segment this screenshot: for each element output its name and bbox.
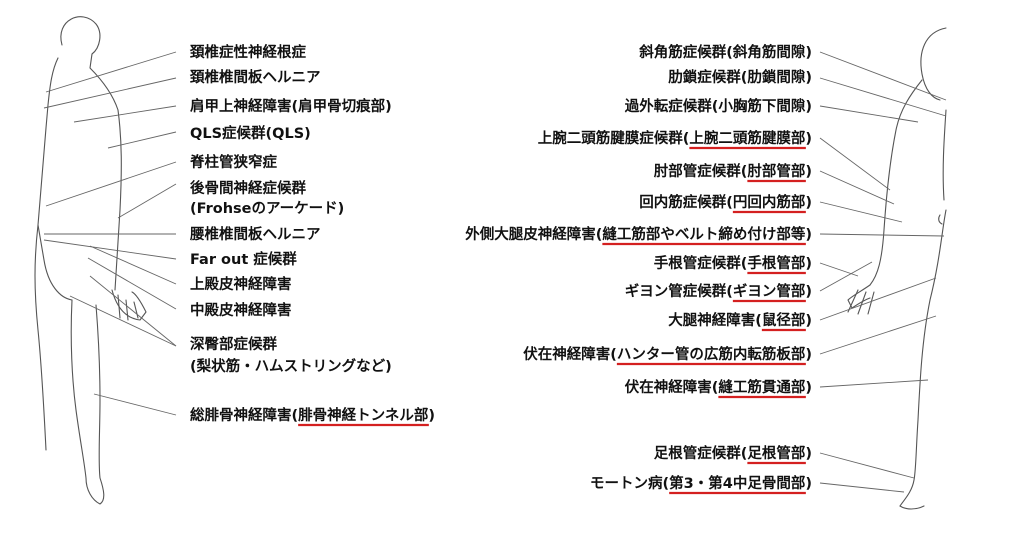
left-leader-line <box>45 51 177 93</box>
left-label-text: QLS症候群(QLS) <box>190 124 311 142</box>
right-label: 手根管症候群(手根管部) <box>654 254 812 272</box>
right-label: 回内筋症候群(円回内筋部) <box>639 193 812 211</box>
left-leader-line <box>43 239 177 260</box>
left-label: 肩甲上神経障害(肩甲骨切痕部) <box>190 97 392 115</box>
right-label: ギヨン管症候群(ギヨン管部) <box>625 282 812 300</box>
right-leader-line <box>819 170 895 205</box>
right-label-site: ハンター管の広筋内転筋板部 <box>617 345 806 363</box>
right-label-site: 第3・第4中足骨間部 <box>669 474 806 492</box>
left-label-text: 上殿皮神経障害 <box>190 275 292 293</box>
right-leader-line <box>819 261 873 292</box>
right-leader-line <box>819 77 947 117</box>
left-label-text: 頚椎症性神経根症 <box>189 43 306 61</box>
right-labels: 斜角筋症候群(斜角筋間隙) 肋鎖症候群(肋鎖間隙) 過外転症候群(小胸筋下間隙) 上腕… <box>465 43 947 495</box>
right-leader-line <box>819 482 905 493</box>
left-leader-line <box>87 257 177 310</box>
right-leader-line <box>819 105 919 123</box>
left-label-site: 腓骨神経トンネル部 <box>298 406 429 424</box>
right-label: 上腕二頭筋腱膜症候群(上腕二頭筋腱膜部) <box>538 129 812 147</box>
back-view-figure <box>34 16 147 505</box>
right-leader-line <box>819 452 915 479</box>
left-label: (Frohseのアーケード) <box>190 200 344 217</box>
right-label: 斜角筋症候群(斜角筋間隙) <box>638 43 812 61</box>
left-label: 頚椎症性神経根症 <box>189 43 306 61</box>
left-label-text: (Frohseのアーケード) <box>190 200 344 217</box>
right-label: 過外転症候群(小胸筋下間隙) <box>624 97 812 115</box>
left-label: 脊柱管狭窄症 <box>189 153 277 171</box>
right-leader-line <box>819 379 929 388</box>
right-label-site: 手根管部 <box>747 254 805 272</box>
left-label: QLS症候群(QLS) <box>190 124 311 142</box>
right-leader-line <box>819 277 937 321</box>
right-label: 伏在神経障害(ハンター管の広筋内転筋板部) <box>523 345 812 363</box>
left-label: Far out 症候群 <box>190 250 297 268</box>
right-label-site: 足根管部 <box>747 444 805 462</box>
right-label-text: 回内筋症候群( <box>639 193 733 211</box>
right-label-site: ギヨン管部 <box>733 282 806 300</box>
left-label: 後骨間神経症候群 <box>190 179 306 197</box>
left-label-text: 中殿皮神経障害 <box>190 301 292 319</box>
right-label-text: 伏在神経障害( <box>523 345 617 363</box>
right-label-text: 足根管症候群( <box>654 444 748 462</box>
left-label-text: 脊柱管狭窄症 <box>189 153 277 171</box>
right-label: 伏在神経障害(縫工筋貫通部) <box>625 378 812 396</box>
front-view-figure <box>847 27 947 510</box>
right-label-site: 上腕二頭筋腱膜部 <box>689 129 805 147</box>
right-leader-line <box>819 315 937 355</box>
right-label: 肘部管症候群(肘部管部) <box>654 162 812 180</box>
left-label: (梨状筋・ハムストリングなど) <box>190 357 392 375</box>
left-label-text: 総腓骨神経障害( <box>190 406 298 424</box>
right-label-site: 縫工筋部やベルト締め付け部等 <box>602 225 805 243</box>
right-label-site: 縫工筋貫通部 <box>718 378 805 396</box>
left-label: 深臀部症候群 <box>190 335 277 353</box>
right-label-text: 上腕二頭筋腱膜症候群( <box>538 129 690 147</box>
left-leader-line <box>89 245 177 285</box>
right-label-site: 鼠径部 <box>762 311 806 329</box>
left-leader-line <box>69 295 177 347</box>
right-label-text: 外側大腿皮神経障害( <box>465 225 602 243</box>
right-leader-line <box>819 137 891 191</box>
right-label-text: モートン病( <box>590 474 669 492</box>
left-label: 腰椎椎間板ヘルニア <box>189 225 321 243</box>
left-label-text: 頚椎椎間板ヘルニア <box>189 68 321 86</box>
left-leader-line <box>89 275 177 347</box>
right-label-text: 手根管症候群( <box>654 254 748 272</box>
left-leader-line <box>45 161 177 207</box>
right-label-text: 大腿神経障害( <box>668 311 762 329</box>
right-label: 外側大腿皮神経障害(縫工筋部やベルト締め付け部等) <box>465 225 812 243</box>
left-label: 上殿皮神経障害 <box>190 275 292 293</box>
right-label: 大腿神経障害(鼠径部) <box>668 311 812 329</box>
right-leader-line <box>819 201 903 223</box>
left-leader-line <box>107 131 177 149</box>
left-label-text: (梨状筋・ハムストリングなど) <box>190 357 392 375</box>
left-leader-line <box>73 105 177 123</box>
right-label-site: 肘部管部 <box>747 162 805 180</box>
right-leader-line <box>819 51 947 101</box>
right-label-site: 円回内筋部 <box>733 193 806 211</box>
right-label-text: 肋鎖症候群(肋鎖間隙) <box>668 68 812 86</box>
right-label: 足根管症候群(足根管部) <box>654 444 812 462</box>
right-label: モートン病(第3・第4中足骨間部) <box>590 474 812 492</box>
left-label-text: 腰椎椎間板ヘルニア <box>189 225 321 243</box>
right-leader-line <box>819 233 945 237</box>
left-label-text: Far out 症候群 <box>190 250 297 268</box>
right-label-text: ギヨン管症候群( <box>625 282 733 300</box>
left-leader-line <box>93 393 177 416</box>
left-label-text: 後骨間神経症候群 <box>190 179 306 197</box>
right-label: 肋鎖症候群(肋鎖間隙) <box>668 68 812 86</box>
left-leader-line <box>117 183 177 219</box>
left-label: 総腓骨神経障害(腓骨神経トンネル部) <box>190 406 435 424</box>
right-label-text: 斜角筋症候群(斜角筋間隙) <box>638 43 812 61</box>
right-label-text: 伏在神経障害( <box>625 378 719 396</box>
left-label-text: 肩甲上神経障害(肩甲骨切痕部) <box>190 97 392 115</box>
right-leader-line <box>819 262 859 277</box>
left-label: 頚椎椎間板ヘルニア <box>189 68 321 86</box>
left-leader-line <box>43 77 177 109</box>
left-label-text: 深臀部症候群 <box>190 335 277 353</box>
left-label: 中殿皮神経障害 <box>190 301 292 319</box>
right-label-text: 過外転症候群(小胸筋下間隙) <box>624 97 812 115</box>
right-label-text: 肘部管症候群( <box>654 162 748 180</box>
